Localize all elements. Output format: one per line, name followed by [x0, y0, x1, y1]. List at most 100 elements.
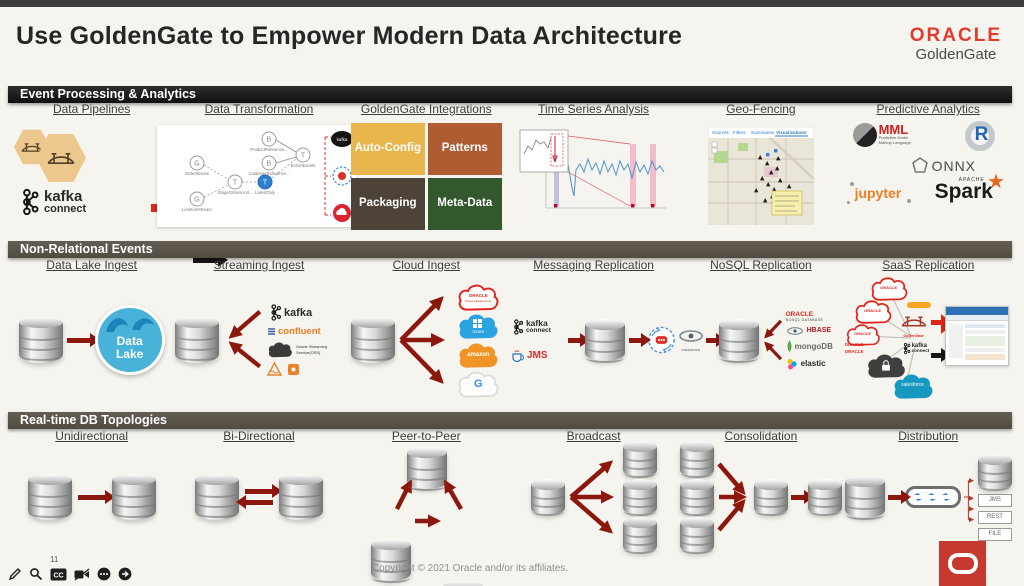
database-icon	[530, 479, 565, 516]
svg-text:Filters: Filters	[733, 130, 746, 135]
app-window-screenshot	[944, 306, 1009, 366]
database-icon	[351, 317, 396, 363]
onnx-icon	[911, 157, 928, 173]
red-arrow-icon	[790, 489, 814, 504]
svg-text:StageOrdersAnd...: StageOrdersAnd...	[218, 190, 253, 195]
svg-text:G: G	[195, 197, 200, 204]
next-arrow-icon[interactable]	[118, 567, 132, 581]
section2-column-headers: Data Lake Ingest Streaming Ingest Cloud …	[8, 258, 1012, 272]
sink-bracket	[324, 136, 332, 216]
oracle-saas-cloud: ORACLE	[869, 276, 909, 301]
camera-off-icon[interactable]	[74, 567, 90, 581]
transformation-panel: G G T B B T T OrderStream LineItemStream…	[157, 125, 358, 227]
kafka-connect-logo: kafka connect	[510, 318, 564, 336]
col-time-series: Time Series Analysis	[538, 102, 650, 116]
target-file: FILE	[977, 527, 1012, 541]
red-arrow-icon	[706, 332, 727, 347]
section-header-event-processing: Event Processing & Analytics	[8, 86, 1012, 103]
section1-content: kafka connect	[8, 119, 1012, 267]
col-bidirectional: Bi-Directional	[223, 429, 295, 443]
more-options-icon[interactable]	[97, 567, 111, 581]
database-icon	[370, 539, 411, 583]
col-unidirectional: Unidirectional	[55, 429, 128, 443]
data-lake-icon: Data Lake	[94, 305, 165, 375]
database-icon	[679, 517, 714, 554]
col-cloud-ingest: Cloud Ingest	[392, 258, 460, 272]
r-logo: R	[964, 121, 995, 151]
secure-cloud-icon	[865, 352, 907, 379]
col-data-transformation: Data Transformation	[204, 102, 314, 116]
kinesis-icon	[266, 362, 282, 376]
replication-pipeline-icon	[904, 486, 961, 508]
google-cloud-icon: G	[455, 370, 501, 398]
saas-replication-diagram: ORACLE ORACLE ORACLE ORACLE ORACLE	[845, 276, 1012, 404]
aws-box-icon	[287, 364, 299, 375]
oracle-wordmark: ORACLE	[909, 25, 1002, 46]
data-transformation-diagram: G G T B B T T OrderStream LineItemStream…	[157, 119, 358, 233]
svg-text:EnrichEvents: EnrichEvents	[291, 163, 316, 168]
kafka-sink-icon	[331, 131, 354, 147]
search-icon[interactable]	[29, 567, 43, 581]
fan-in-arrows	[717, 462, 747, 532]
nosql-replication-diagram: cassandra ORACLE NOSQL DATABASE HBASE	[677, 276, 844, 404]
red-arrow-icon	[568, 332, 591, 347]
kafka-text: kafka	[44, 188, 83, 205]
stream-sync-icon	[648, 326, 676, 354]
section-header-non-relational: Non-Relational Events	[8, 241, 1012, 258]
svg-text:ProductReference...: ProductReference...	[251, 147, 288, 152]
col-peer-to-peer: Peer-to-Peer	[391, 429, 461, 443]
spark-star-icon: ★	[987, 171, 1005, 193]
col-saas-replication: SaaS Replication	[882, 258, 975, 272]
branch-lines	[963, 478, 974, 523]
database-icon	[679, 441, 714, 478]
consolidation-diagram	[677, 441, 844, 554]
tile-meta-data: Meta-Data	[427, 177, 502, 230]
black-arrow-icon	[192, 252, 228, 267]
database-icon	[194, 474, 239, 520]
data-lake-ingest-diagram: Data Lake	[8, 276, 175, 404]
distribution-diagram: JMS REST FILE	[844, 447, 1012, 547]
goldengate-wordmark: GoldenGate	[915, 45, 997, 63]
col-goldengate-integrations: GoldenGate Integrations	[360, 102, 492, 116]
cloud-targets: ORACLE Cloud Infrastructure Azure amazon…	[455, 283, 501, 398]
fan-in-arrows	[764, 319, 783, 361]
database-icon	[622, 441, 657, 478]
database-icon	[278, 474, 323, 520]
inset-chart	[519, 129, 568, 173]
confluent-logo: confluent	[267, 326, 321, 337]
col-data-pipelines: Data Pipelines	[52, 102, 131, 116]
fan-in-arrows	[228, 310, 262, 369]
database-icon	[175, 317, 220, 363]
fan-out-arrows	[399, 296, 446, 384]
kafka-icon	[23, 188, 39, 216]
svg-text:T: T	[233, 180, 238, 187]
oracle-saas-cloud: ORACLE	[845, 323, 881, 346]
player-toolbar: CC	[8, 567, 132, 581]
col-nosql-replication: NoSQL Replication	[710, 258, 812, 272]
peer-to-peer-diagram	[343, 447, 510, 586]
azure-cloud-icon: Azure	[455, 312, 501, 340]
bidirectional-arrows	[235, 484, 282, 509]
col-consolidation: Consolidation	[724, 429, 798, 443]
col-predictive-analytics: Predictive Analytics	[876, 102, 980, 116]
oracle-goldengate-logo: ORACLE GoldenGate	[909, 25, 1002, 63]
edit-pencil-icon[interactable]	[8, 567, 22, 581]
transformation-flow-svg: G G T B B T T OrderStream LineItemStream…	[183, 131, 354, 222]
closed-captions-icon[interactable]: CC	[50, 568, 67, 581]
predictive-analytics-logos: MML Predictive Model Markup Language R O…	[845, 119, 1012, 233]
pmml-text: MML	[878, 122, 909, 137]
oss-logo: Oracle Streaming Service(OSS)	[267, 341, 343, 358]
mongodb-logo: mongoDB	[786, 339, 845, 353]
kafka-connect-logo: kafka connect	[901, 342, 929, 355]
database-icon	[406, 447, 447, 491]
svg-text:LatestOnly: LatestOnly	[255, 190, 276, 195]
java-cup-icon	[512, 349, 524, 362]
database-icon	[679, 479, 714, 516]
broadcast-diagram	[510, 441, 677, 554]
black-arrow-icon	[930, 348, 951, 362]
page-title: Use GoldenGate to Empower Modern Data Ar…	[16, 22, 683, 50]
svg-text:G: G	[195, 161, 200, 168]
top-black-bar	[0, 0, 1024, 7]
red-arrow-icon	[77, 489, 115, 504]
